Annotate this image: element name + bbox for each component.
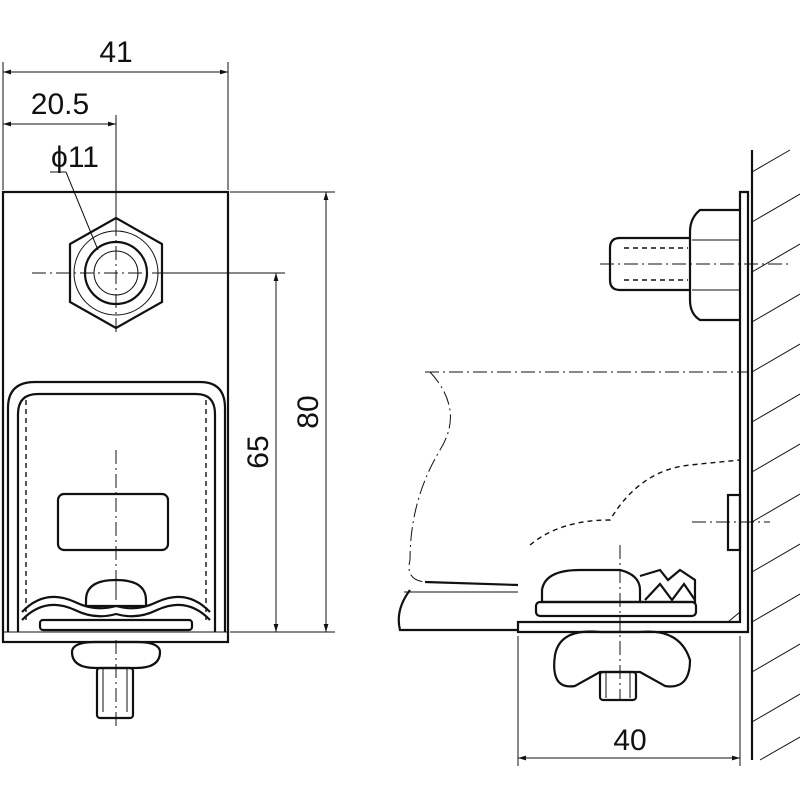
side-bolt-end [598,670,638,702]
wing-nut [70,640,162,670]
channel-lower-edge [424,580,519,587]
base-washer [38,618,194,632]
dimension-hole-height-label: 65 [242,435,275,468]
dimension-width-label: 41 [99,36,132,69]
wall-hatching [751,149,800,761]
side-view [397,149,800,766]
channel-break-line [408,371,451,583]
slot [56,492,170,552]
l-bracket [516,190,750,634]
u-channel-inner [16,392,217,632]
dimension-hole-diameter-label: ϕ11 [51,141,99,174]
channel-hidden-edge [529,459,741,546]
side-hex-nut [688,208,740,322]
side-wing-nut [553,630,692,688]
dimension-depth-label: 40 [613,724,646,757]
dimension-height-label: 80 [292,395,325,428]
dimension-half-width-label: 20.5 [31,88,89,121]
u-channel-outer [6,380,227,632]
front-view [1,62,335,730]
bolt-end [95,666,135,720]
side-washer [534,600,698,618]
side-screw-head [540,568,642,604]
screw-head [84,578,148,608]
